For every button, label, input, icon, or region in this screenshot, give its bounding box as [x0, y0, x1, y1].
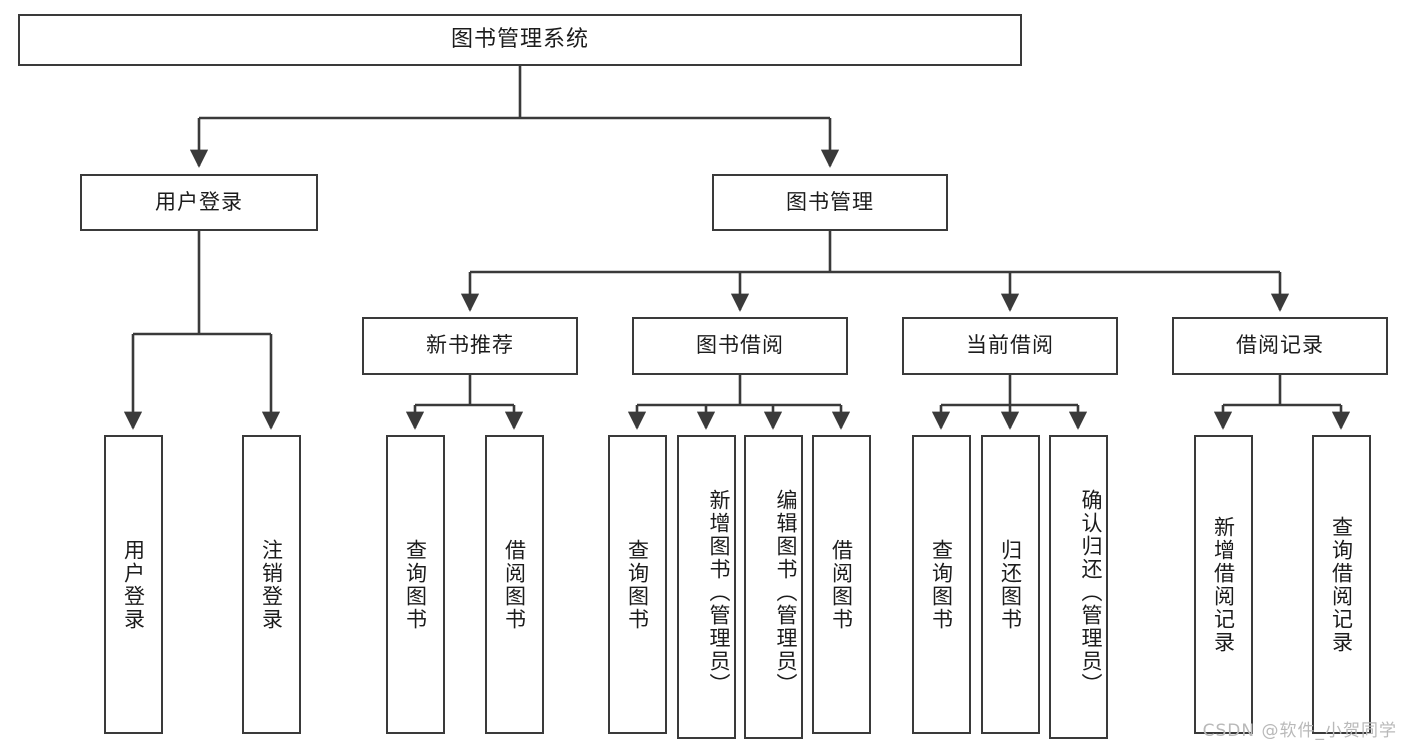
node-label: 用户登录 [155, 189, 243, 214]
node-label: 编辑图书（管理员） [774, 488, 798, 696]
leaf-book-borrow-add[interactable]: 新增图书（管理员） [677, 435, 736, 739]
node-label: 新书推荐 [426, 333, 514, 358]
node-label: 图书管理系统 [450, 26, 589, 52]
leaf-user-login-logout[interactable]: 注销登录 [242, 435, 301, 734]
node-label: 用户登录 [121, 538, 146, 631]
node-label: 确认归还（管理员） [1079, 488, 1103, 696]
node-current-borrow[interactable]: 当前借阅 [902, 317, 1118, 375]
node-label: 新增借阅记录 [1211, 515, 1236, 654]
leaf-new-book-query[interactable]: 查询图书 [386, 435, 445, 734]
node-label: 查询图书 [625, 538, 650, 631]
node-book-management[interactable]: 图书管理 [712, 174, 948, 231]
csdn-watermark: CSDN @软件_小贺同学 [1202, 721, 1397, 741]
leaf-book-borrow-borrow[interactable]: 借阅图书 [812, 435, 871, 734]
node-label: 查询图书 [403, 538, 428, 631]
node-label: 查询图书 [929, 538, 954, 631]
node-label: 图书管理 [786, 189, 874, 214]
node-label: 注销登录 [259, 538, 284, 631]
leaf-borrow-record-query[interactable]: 查询借阅记录 [1312, 435, 1371, 734]
node-root-system[interactable]: 图书管理系统 [18, 14, 1022, 66]
node-label: 新增图书（管理员） [707, 488, 731, 696]
node-user-login[interactable]: 用户登录 [80, 174, 318, 231]
node-book-borrow[interactable]: 图书借阅 [632, 317, 848, 375]
leaf-current-borrow-confirm-return[interactable]: 确认归还（管理员） [1049, 435, 1108, 739]
node-label: 查询借阅记录 [1329, 515, 1354, 654]
node-label: 借阅图书 [829, 538, 854, 631]
leaf-book-borrow-query[interactable]: 查询图书 [608, 435, 667, 734]
node-new-book-recommend[interactable]: 新书推荐 [362, 317, 578, 375]
node-borrow-record[interactable]: 借阅记录 [1172, 317, 1388, 375]
node-label: 借阅图书 [502, 538, 527, 631]
node-label: 图书借阅 [696, 333, 784, 358]
leaf-current-borrow-query[interactable]: 查询图书 [912, 435, 971, 734]
node-label: 借阅记录 [1236, 333, 1324, 358]
leaf-new-book-borrow[interactable]: 借阅图书 [485, 435, 544, 734]
leaf-current-borrow-return[interactable]: 归还图书 [981, 435, 1040, 734]
leaf-borrow-record-add[interactable]: 新增借阅记录 [1194, 435, 1253, 734]
leaf-user-login-login[interactable]: 用户登录 [104, 435, 163, 734]
node-label: 当前借阅 [966, 333, 1054, 358]
node-label: 归还图书 [998, 538, 1023, 631]
leaf-book-borrow-edit[interactable]: 编辑图书（管理员） [744, 435, 803, 739]
